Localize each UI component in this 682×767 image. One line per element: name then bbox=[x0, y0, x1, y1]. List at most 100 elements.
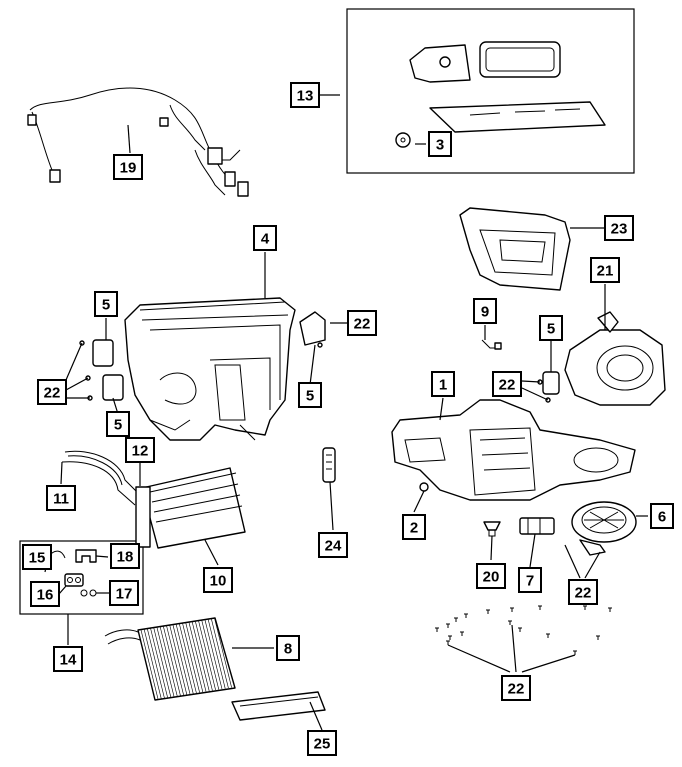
callout-number: 19 bbox=[120, 160, 137, 177]
wiring-harness bbox=[27, 87, 249, 197]
callout-c21: 21 bbox=[590, 257, 620, 283]
screws-22 bbox=[435, 605, 612, 655]
callout-c13: 13 bbox=[290, 82, 320, 108]
sensor-24 bbox=[322, 447, 336, 483]
callout-number: 22 bbox=[499, 377, 516, 394]
callout-box bbox=[428, 131, 452, 157]
group-14-parts bbox=[47, 549, 97, 597]
callout-c1: 1 bbox=[431, 371, 455, 397]
callout-number: 18 bbox=[117, 549, 134, 566]
callout-c5b: 5 bbox=[298, 382, 322, 408]
callout-box bbox=[113, 154, 143, 180]
callout-c16: 16 bbox=[30, 581, 60, 607]
callout-box bbox=[53, 646, 83, 672]
callout-number: 22 bbox=[508, 681, 525, 698]
actuator-right bbox=[537, 371, 560, 403]
callout-box bbox=[253, 225, 277, 251]
callout-box bbox=[476, 563, 506, 589]
clip-2 bbox=[419, 482, 429, 492]
callout-box bbox=[37, 379, 67, 405]
callout-c20: 20 bbox=[476, 563, 506, 589]
callout-number: 17 bbox=[116, 586, 133, 603]
callout-c5a: 5 bbox=[94, 291, 118, 317]
callout-number: 22 bbox=[44, 385, 61, 402]
sensor-20 bbox=[483, 521, 501, 537]
callout-number: 6 bbox=[658, 509, 666, 526]
callout-c23: 23 bbox=[604, 215, 634, 241]
air-duct bbox=[459, 207, 571, 291]
callout-box bbox=[590, 257, 620, 283]
callout-c11: 11 bbox=[46, 485, 76, 511]
callout-number: 23 bbox=[611, 221, 628, 238]
callout-c9: 9 bbox=[473, 298, 497, 324]
callout-box bbox=[125, 437, 155, 463]
callout-number: 22 bbox=[354, 316, 371, 333]
callout-box bbox=[30, 581, 60, 607]
callout-box bbox=[276, 635, 300, 661]
callout-c15: 15 bbox=[22, 544, 52, 570]
actuators-left bbox=[79, 311, 326, 401]
evaporator bbox=[104, 617, 236, 701]
blower-resistor bbox=[519, 517, 555, 535]
callout-c22b: 22 bbox=[37, 379, 67, 405]
callout-c19: 19 bbox=[113, 154, 143, 180]
callout-c22e: 22 bbox=[501, 675, 531, 701]
group-13-frame bbox=[346, 8, 635, 174]
callout-box bbox=[298, 382, 322, 408]
sensor-9 bbox=[481, 339, 502, 350]
callout-number: 11 bbox=[53, 491, 69, 508]
callout-number: 24 bbox=[325, 538, 342, 555]
callout-box bbox=[431, 371, 455, 397]
callout-number: 22 bbox=[575, 585, 592, 602]
callout-c24: 24 bbox=[318, 532, 348, 558]
callout-box bbox=[518, 567, 542, 593]
callout-number: 4 bbox=[261, 231, 270, 248]
heater-tubes bbox=[61, 450, 141, 506]
callout-box bbox=[94, 291, 118, 317]
callout-c25: 25 bbox=[307, 730, 337, 756]
callout-number: 7 bbox=[526, 573, 534, 590]
callout-box bbox=[347, 310, 377, 336]
callout-c10: 10 bbox=[203, 567, 233, 593]
callout-box bbox=[307, 730, 337, 756]
blower-housing bbox=[564, 311, 666, 406]
heater-core bbox=[135, 467, 246, 549]
callout-c2: 2 bbox=[402, 514, 426, 540]
callout-number: 20 bbox=[483, 569, 500, 586]
callout-c5c: 5 bbox=[106, 411, 130, 437]
callout-c17: 17 bbox=[109, 580, 139, 606]
group-14-frame bbox=[19, 540, 144, 615]
callout-box bbox=[46, 485, 76, 511]
callout-box bbox=[604, 215, 634, 241]
callout-box bbox=[473, 298, 497, 324]
callout-box bbox=[568, 579, 598, 605]
leader-lines bbox=[44, 94, 648, 731]
callout-c6: 6 bbox=[650, 503, 674, 529]
callout-number: 15 bbox=[29, 550, 46, 567]
callout-box bbox=[110, 543, 140, 569]
callout-box bbox=[539, 315, 563, 341]
callout-box bbox=[203, 567, 233, 593]
callout-c18: 18 bbox=[110, 543, 140, 569]
callout-c22c: 22 bbox=[492, 371, 522, 397]
callout-c8: 8 bbox=[276, 635, 300, 661]
callout-number: 12 bbox=[132, 443, 149, 460]
callout-number: 25 bbox=[314, 736, 331, 753]
hvac-housing-right bbox=[391, 399, 636, 501]
callout-box bbox=[22, 544, 52, 570]
callout-number: 2 bbox=[410, 520, 418, 537]
callout-box bbox=[109, 580, 139, 606]
callout-c3: 3 bbox=[428, 131, 452, 157]
blower-motor bbox=[571, 501, 637, 556]
callout-c4: 4 bbox=[253, 225, 277, 251]
callout-c7: 7 bbox=[518, 567, 542, 593]
callout-number: 21 bbox=[597, 263, 614, 280]
callout-number: 10 bbox=[210, 573, 227, 590]
callout-number: 1 bbox=[439, 377, 447, 394]
callout-box bbox=[106, 411, 130, 437]
callout-box bbox=[501, 675, 531, 701]
callout-number: 5 bbox=[306, 388, 314, 405]
callout-number: 5 bbox=[102, 297, 110, 314]
callout-number: 16 bbox=[37, 587, 54, 604]
